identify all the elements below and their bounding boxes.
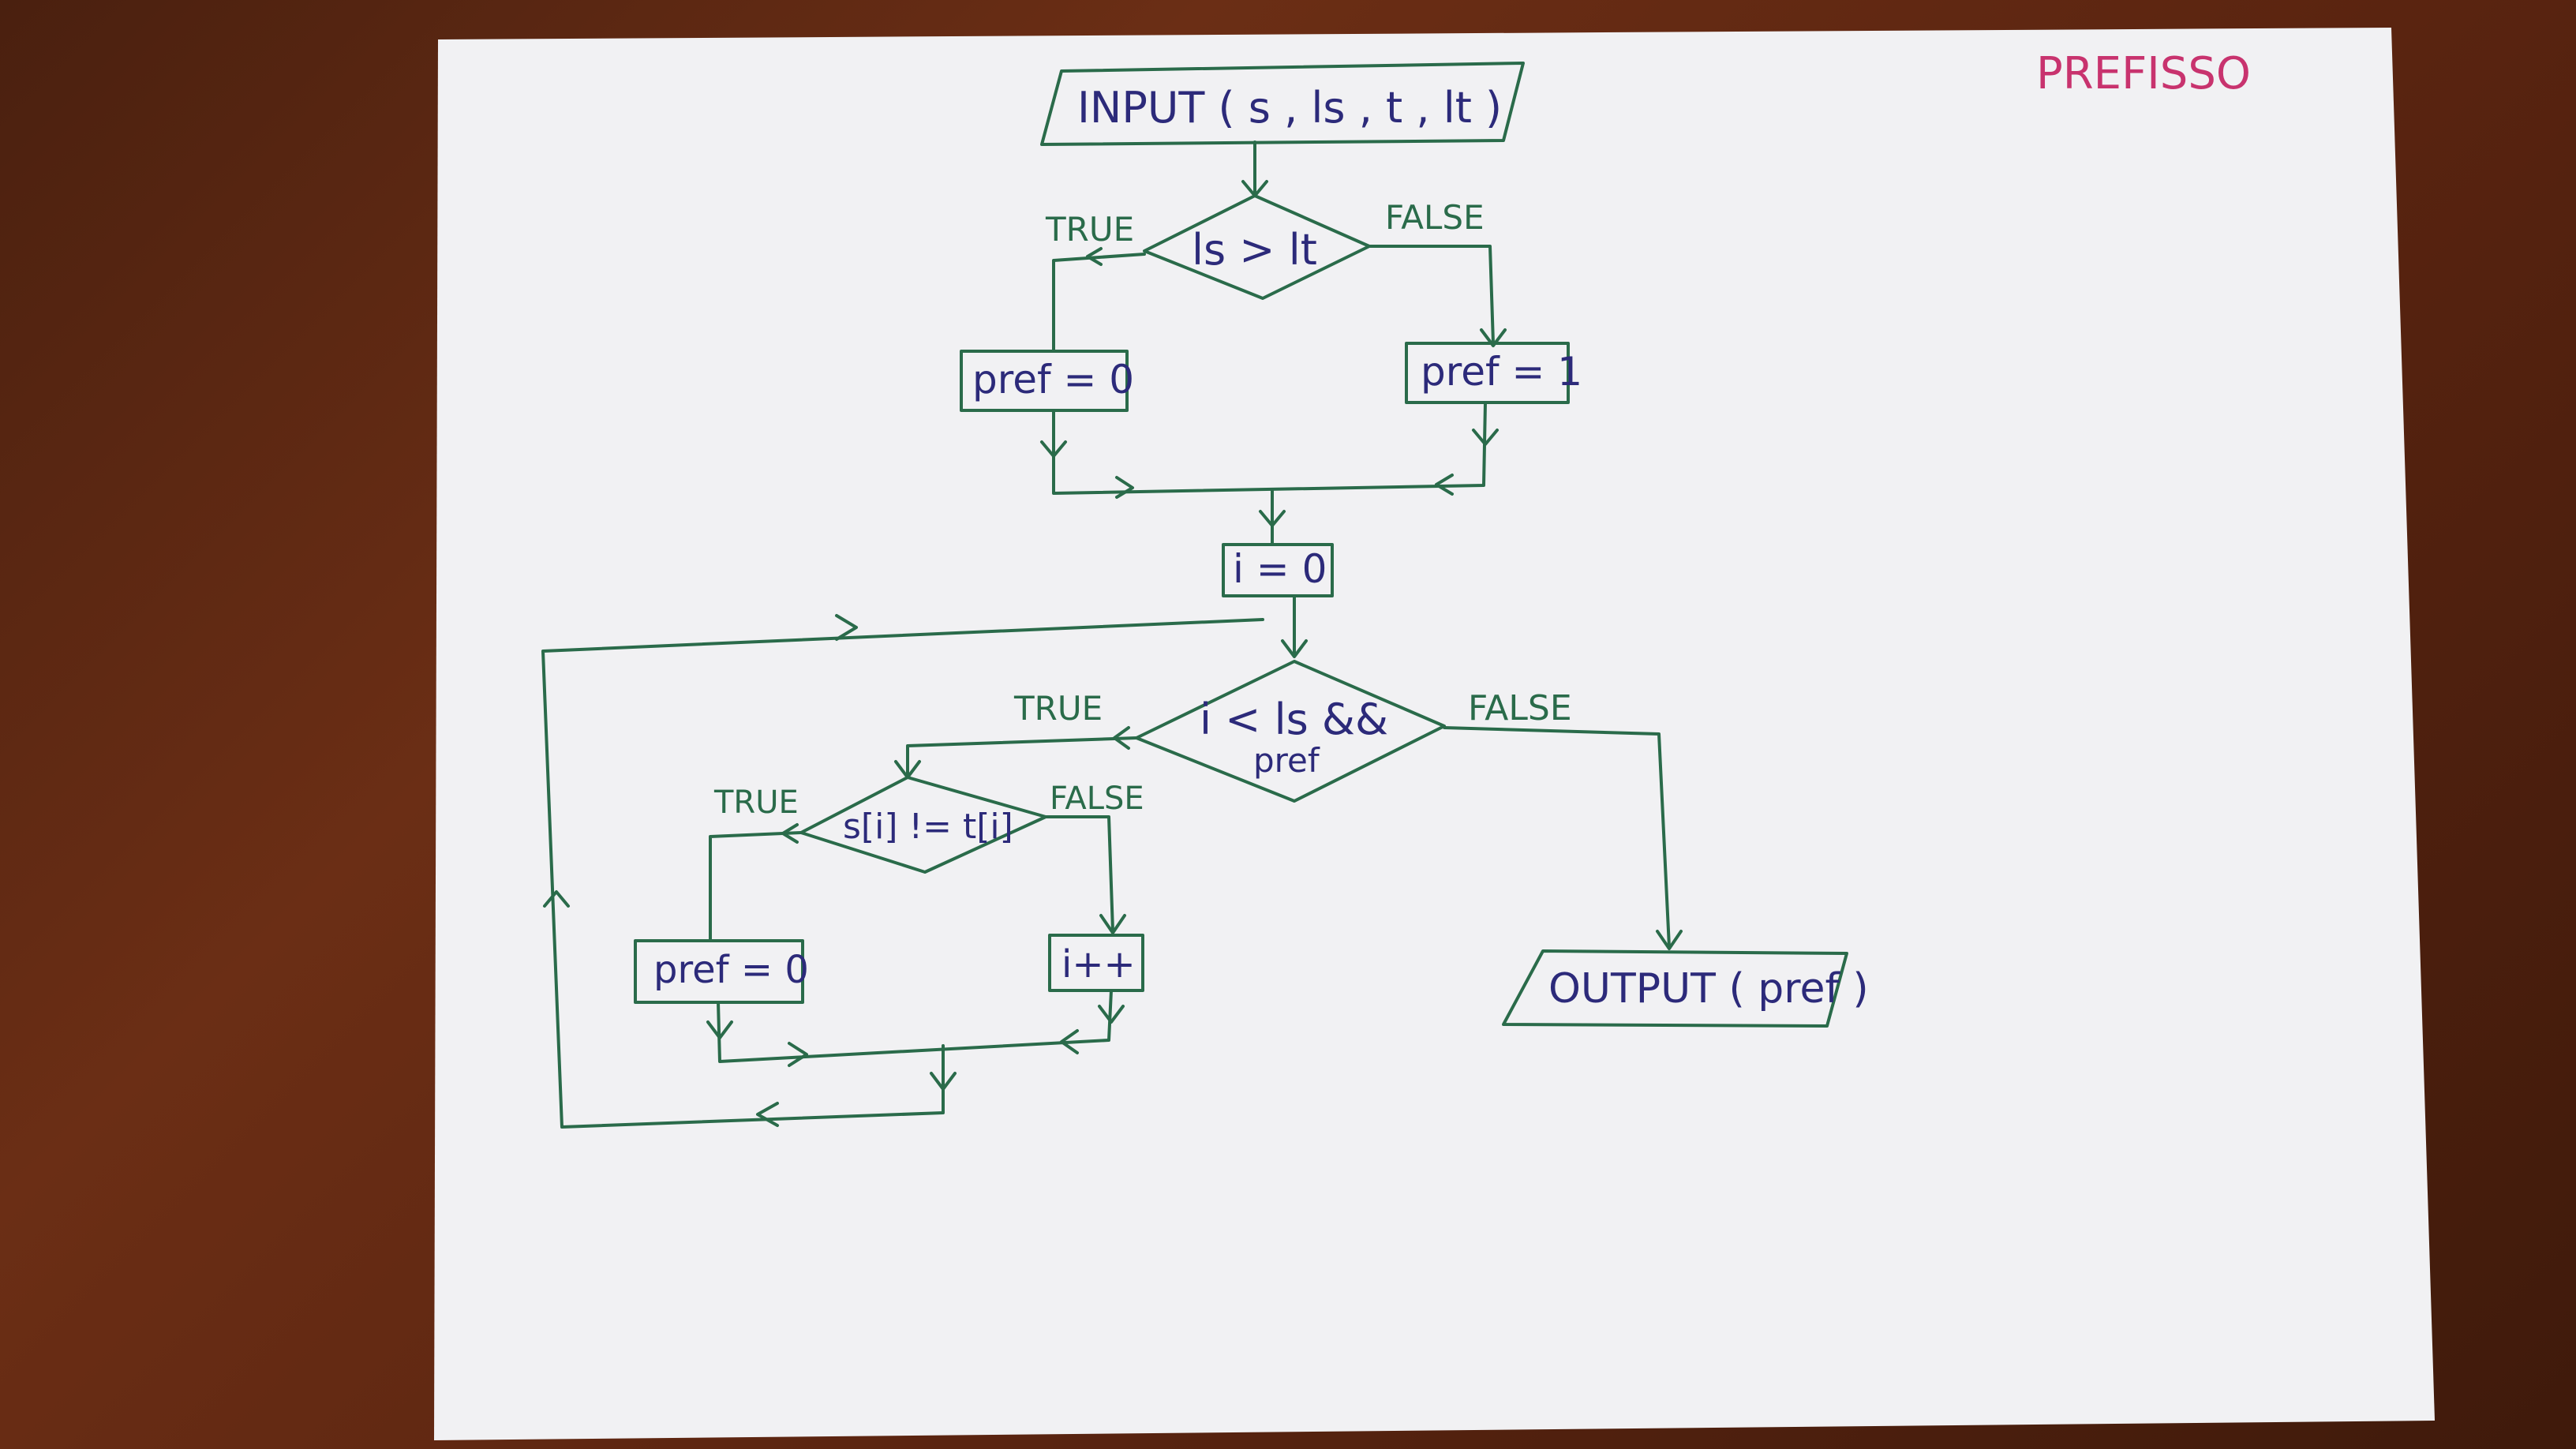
cond3-label: s[i] != t[i] xyxy=(843,807,1013,847)
cond1-true-label: TRUE xyxy=(1045,210,1134,249)
pref0-b-label: pref = 0 xyxy=(653,948,809,992)
arrow-head xyxy=(1281,639,1308,658)
arrow-head xyxy=(1259,510,1286,527)
pref0-a-box xyxy=(960,350,1129,412)
arrow-head xyxy=(756,1102,779,1127)
arrow-head xyxy=(1098,1005,1125,1024)
arrow-head xyxy=(1040,440,1067,458)
arrow-head xyxy=(1480,328,1507,347)
edge-cond3-false xyxy=(1044,815,1114,933)
paper-sheet xyxy=(434,28,2435,1440)
inc-label: i++ xyxy=(1061,942,1136,987)
arrow-head xyxy=(1099,914,1126,934)
edge-merge2 xyxy=(717,989,1113,1063)
input-shape xyxy=(1040,62,1525,146)
page-title: PREFISSO xyxy=(2036,48,2251,99)
arrow-head xyxy=(781,823,799,844)
cond2-true-label: TRUE xyxy=(1013,689,1103,728)
arrow-head xyxy=(1086,247,1103,266)
arrow-head xyxy=(835,614,858,641)
edge-cond1-false xyxy=(1368,245,1495,345)
arrow-head xyxy=(1113,726,1130,750)
pref1-label: pref = 1 xyxy=(1421,349,1582,395)
output-shape xyxy=(1502,949,1848,1028)
arrow-head xyxy=(1115,476,1134,499)
input-label: INPUT ( s , ls , t , lt ) xyxy=(1077,83,1502,133)
cond2-label-line2: pref xyxy=(1253,741,1320,780)
i0-label: i = 0 xyxy=(1233,546,1327,592)
pref0-a-label: pref = 0 xyxy=(972,357,1134,402)
edge-cond2-true xyxy=(906,736,1138,779)
arrow-head xyxy=(1060,1029,1079,1054)
arrow-head xyxy=(1656,930,1683,950)
edge-cond1-true xyxy=(1052,253,1146,353)
arrow-head xyxy=(788,1042,808,1067)
cond3-false-label: FALSE xyxy=(1050,781,1144,817)
cond1-label: ls > lt xyxy=(1192,225,1317,275)
i0-box xyxy=(1222,543,1334,597)
inc-box xyxy=(1048,934,1144,992)
cond2-label-line1: i < ls && xyxy=(1200,695,1388,744)
cond1-false-label: FALSE xyxy=(1385,198,1485,237)
arrow-head xyxy=(1435,474,1454,496)
edge-cond2-false xyxy=(1443,726,1671,949)
arrow-head xyxy=(543,890,570,908)
arrow-head xyxy=(930,1072,957,1091)
edge-cond3-true xyxy=(709,831,803,942)
arrow-head xyxy=(706,1020,733,1039)
pref1-box xyxy=(1405,342,1570,404)
output-label: OUTPUT ( pref ) xyxy=(1548,965,1869,1013)
arrow-head xyxy=(1472,429,1499,446)
cond2-false-label: FALSE xyxy=(1468,688,1572,728)
cond3-true-label: TRUE xyxy=(713,784,799,821)
